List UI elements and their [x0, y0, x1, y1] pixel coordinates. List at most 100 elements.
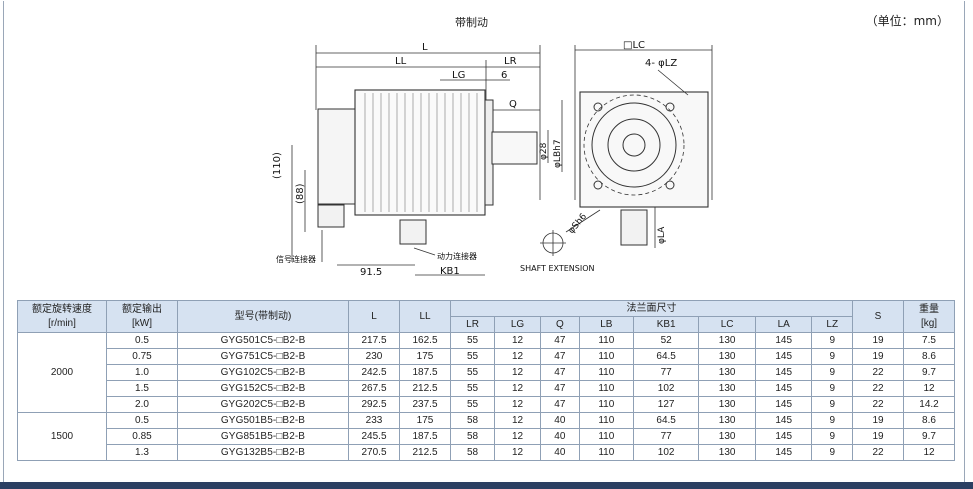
LB-cell: 110 [578, 444, 634, 461]
KB1-cell: 77 [632, 428, 700, 445]
model-cell: GYG132B5-□B2-B [177, 444, 349, 461]
weight-cell: 9.7 [903, 364, 955, 381]
LL-cell: 162.5 [399, 332, 451, 349]
power-cell: 2.0 [106, 396, 178, 413]
S-cell: 19 [852, 428, 904, 445]
bottom-bar [0, 482, 973, 489]
power-cell: 1.3 [106, 444, 178, 461]
LR-cell: 55 [449, 364, 496, 381]
weight-cell: 12 [903, 444, 955, 461]
weight-cell: 12 [903, 380, 955, 397]
LR-cell: 58 [449, 444, 496, 461]
header-model: 型号(带制动) [177, 300, 349, 333]
table-row: 1.3 GYG132B5-□B2-B 270.5 212.5 58 12 40 … [18, 444, 955, 461]
LG-cell: 12 [494, 444, 541, 461]
LB-cell: 110 [578, 396, 634, 413]
L-cell: 230 [348, 348, 400, 365]
LR-cell: 58 [449, 428, 496, 445]
dim-phi28: φ28 [539, 142, 549, 160]
table-row: 0.85 GYG851B5-□B2-B 245.5 187.5 58 12 40… [18, 428, 955, 445]
Q-cell: 47 [539, 396, 580, 413]
dim-91-5: 91.5 [360, 267, 382, 278]
LL-cell: 187.5 [399, 364, 451, 381]
weight-cell: 8.6 [903, 412, 955, 429]
header-power: 额定输出[kW] [106, 300, 178, 333]
L-cell: 267.5 [348, 380, 400, 397]
LZ-cell: 9 [811, 444, 853, 461]
header-LZ: LZ [811, 316, 853, 333]
dim-L: L [422, 42, 428, 53]
S-cell: 22 [852, 380, 904, 397]
LA-cell: 145 [754, 364, 813, 381]
dim-LC: □LC [623, 40, 645, 51]
weight-cell: 14.2 [903, 396, 955, 413]
unit-label: （单位：mm） [865, 14, 949, 28]
header-LR: LR [449, 316, 496, 333]
power-cell: 1.5 [106, 380, 178, 397]
model-cell: GYG501B5-□B2-B [177, 412, 349, 429]
page-frame [3, 1, 965, 485]
KB1-cell: 64.5 [632, 412, 700, 429]
LC-cell: 130 [698, 332, 756, 349]
LC-cell: 130 [698, 348, 756, 365]
LZ-cell: 9 [811, 332, 853, 349]
LB-cell: 110 [578, 412, 634, 429]
power-cell: 0.75 [106, 348, 178, 365]
table-row: 2000 0.5 GYG501C5-□B2-B 217.5 162.5 55 1… [17, 332, 955, 413]
L-cell: 270.5 [348, 444, 400, 461]
LC-cell: 130 [698, 364, 756, 381]
LB-cell: 110 [578, 380, 634, 397]
LB-cell: 110 [578, 364, 634, 381]
power-cell: 0.85 [106, 428, 178, 445]
header-L: L [348, 300, 400, 333]
LA-cell: 145 [754, 396, 813, 413]
LG-cell: 12 [494, 364, 541, 381]
shaft-extension-label: SHAFT EXTENSION [520, 264, 595, 273]
table-row: 0.75 GYG751C5-□B2-B 230 175 55 12 47 110… [18, 348, 955, 365]
LA-cell: 145 [754, 428, 813, 445]
LR-cell: 55 [449, 348, 496, 365]
LB-cell: 110 [578, 332, 634, 349]
LL-cell: 187.5 [399, 428, 451, 445]
LA-cell: 145 [754, 380, 813, 397]
table-row: 1500 0.5 GYG501B5-□B2-B 233 175 58 12 40… [17, 412, 955, 461]
model-cell: GYG501C5-□B2-B [177, 332, 349, 349]
LC-cell: 130 [698, 444, 756, 461]
LL-cell: 175 [399, 412, 451, 429]
LG-cell: 12 [494, 380, 541, 397]
model-cell: GYG751C5-□B2-B [177, 348, 349, 365]
S-cell: 22 [852, 364, 904, 381]
table-row: 1.5 GYG152C5-□B2-B 267.5 212.5 55 12 47 … [18, 380, 955, 397]
LG-cell: 12 [494, 412, 541, 429]
LL-cell: 237.5 [399, 396, 451, 413]
dim-6: 6 [501, 70, 507, 81]
LR-cell: 58 [449, 412, 496, 429]
LZ-cell: 9 [811, 348, 853, 365]
dim-LZ: 4- φLZ [645, 58, 677, 69]
weight-cell: 8.6 [903, 348, 955, 365]
signal-connector-label: 信号连接器 [276, 254, 316, 264]
KB1-cell: 102 [632, 380, 700, 397]
LZ-cell: 9 [811, 396, 853, 413]
dim-phiLBh7: φLBh7 [553, 139, 563, 168]
LZ-cell: 9 [811, 428, 853, 445]
header-LL: LL [399, 300, 451, 333]
power-connector-label: 动力连接器 [437, 251, 477, 261]
LC-cell: 130 [698, 380, 756, 397]
LZ-cell: 9 [811, 412, 853, 429]
KB1-cell: 102 [632, 444, 700, 461]
LR-cell: 55 [449, 380, 496, 397]
weight-cell: 7.5 [903, 332, 955, 349]
LL-cell: 212.5 [399, 380, 451, 397]
LA-cell: 145 [754, 412, 813, 429]
model-cell: GYG851B5-□B2-B [177, 428, 349, 445]
LG-cell: 12 [494, 348, 541, 365]
S-cell: 19 [852, 412, 904, 429]
header-flange: 法兰面尺寸 [450, 300, 853, 317]
KB1-cell: 77 [632, 364, 700, 381]
KB1-cell: 64.5 [632, 348, 700, 365]
LB-cell: 110 [578, 348, 634, 365]
LA-cell: 145 [754, 348, 813, 365]
LB-cell: 110 [578, 428, 634, 445]
L-cell: 242.5 [348, 364, 400, 381]
